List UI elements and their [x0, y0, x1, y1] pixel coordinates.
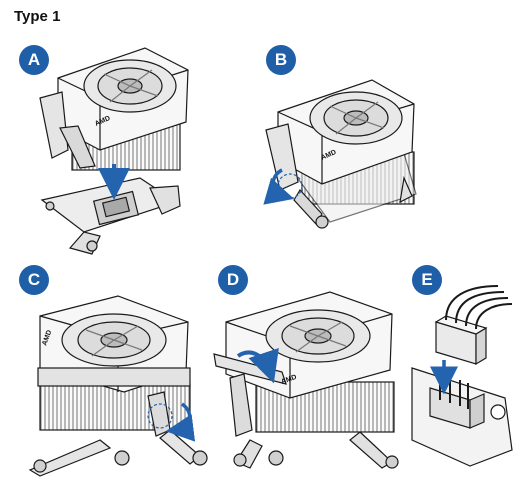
step-c-illustration — [28, 295, 208, 477]
step-badge-b: B — [266, 45, 296, 75]
step-badge-d: D — [218, 265, 248, 295]
step-badge-e: E — [412, 265, 442, 295]
step-e-illustration — [411, 285, 513, 467]
step-a-illustration — [39, 47, 189, 255]
step-d-illustration — [213, 291, 399, 469]
step-badge-c: C — [19, 265, 49, 295]
page-title: Type 1 — [14, 8, 61, 25]
step-badge-a: A — [19, 45, 49, 75]
step-b-illustration — [263, 79, 417, 229]
